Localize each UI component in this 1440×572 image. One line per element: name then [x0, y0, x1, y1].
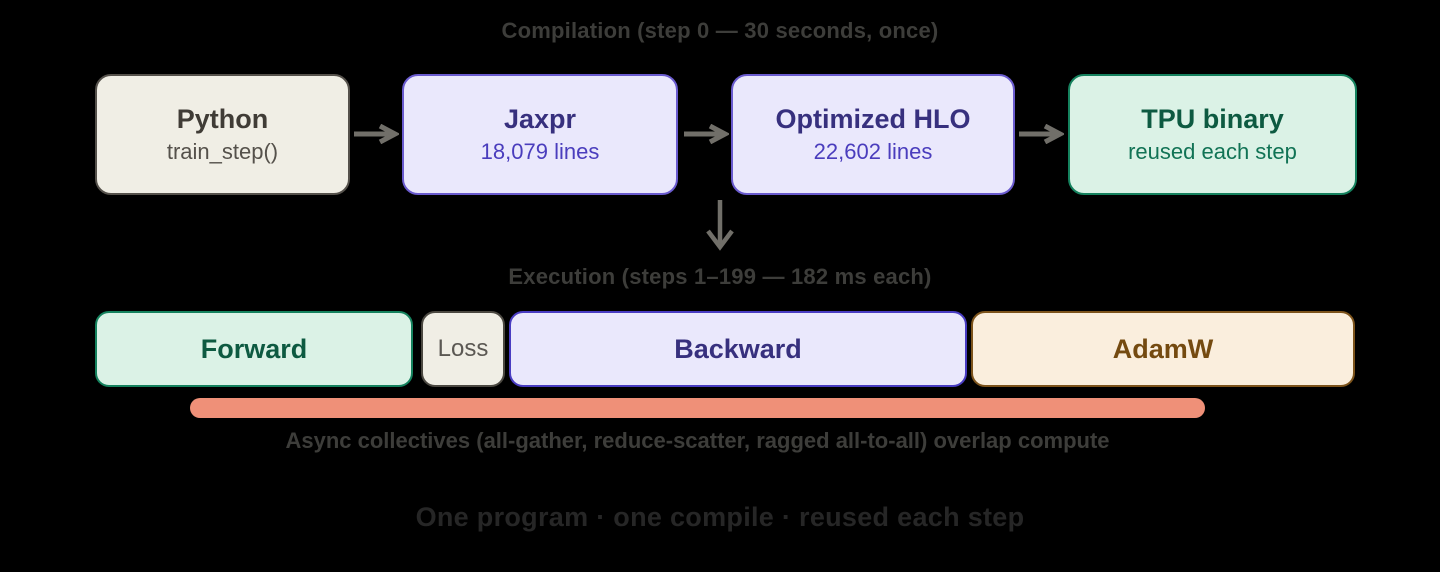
optimized-hlo-box-title: Optimized HLO	[775, 104, 971, 134]
arrow-right-icon	[353, 124, 399, 144]
optimized-hlo-box: Optimized HLO 22,602 lines	[731, 74, 1015, 195]
adamw-segment: AdamW	[971, 311, 1355, 387]
forward-segment: Forward	[95, 311, 413, 387]
jaxpr-box: Jaxpr 18,079 lines	[402, 74, 678, 195]
backward-segment: Backward	[509, 311, 967, 387]
arrow-down-icon	[704, 199, 736, 253]
optimized-hlo-box-subtitle: 22,602 lines	[813, 139, 933, 164]
tpu-binary-box-subtitle: reused each step	[1128, 139, 1297, 164]
loss-segment-label: Loss	[437, 335, 489, 362]
loss-segment: Loss	[421, 311, 505, 387]
footer-caption: One program · one compile · reused each …	[415, 502, 1025, 532]
adamw-segment-label: AdamW	[1112, 333, 1214, 364]
compilation-caption: Compilation (step 0 — 30 seconds, once)	[501, 18, 939, 43]
forward-segment-label: Forward	[200, 333, 308, 364]
backward-segment-label: Backward	[674, 333, 802, 364]
python-box-title: Python	[176, 104, 269, 134]
jaxpr-box-subtitle: 18,079 lines	[480, 139, 600, 164]
python-box: Python train_step()	[95, 74, 350, 195]
python-box-subtitle: train_step()	[166, 139, 279, 164]
arrow-right-icon	[1018, 124, 1064, 144]
tpu-binary-box-title: TPU binary	[1141, 104, 1284, 134]
async-collectives-caption: Async collectives (all-gather, reduce-sc…	[285, 428, 1110, 453]
jaxpr-box-title: Jaxpr	[503, 104, 577, 134]
execution-caption: Execution (steps 1–199 — 182 ms each)	[508, 264, 932, 289]
async-overlap-bar	[190, 398, 1205, 418]
tpu-binary-box: TPU binary reused each step	[1068, 74, 1357, 195]
arrow-right-icon	[683, 124, 729, 144]
